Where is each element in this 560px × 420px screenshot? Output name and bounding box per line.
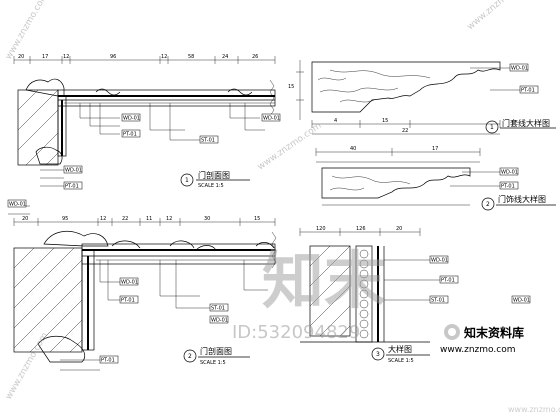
view-bubble-3 [371, 347, 385, 361]
trim-detail: 40 17 WD-01 PT-01 2 门饰线大样图 [315, 146, 556, 211]
view-title-3: 大样图 [388, 344, 412, 354]
tag-st-2: ST-01 [211, 306, 225, 312]
view-title-2: 门剖面图 [200, 346, 232, 356]
view-scale-3: SCALE 1:5 [388, 358, 414, 364]
tag-wd-2: WD-01 [263, 116, 280, 122]
door-section-2: 20 95 12 22 11 12 30 15 WD-01 [7, 199, 277, 371]
tag-pt-7: PT-01 [441, 278, 455, 284]
dim-top-8: 26 [252, 54, 258, 60]
large-dim-3: 20 [396, 226, 402, 232]
dim-top-7: 24 [222, 54, 228, 60]
view-scale-2: SCALE 1:5 [200, 360, 226, 366]
casing-dim-4: 22 [402, 128, 408, 134]
watermark-id: ID:532094829 [232, 322, 360, 343]
casing-dim-1: 15 [288, 84, 294, 90]
view-scale-1: SCALE 1:5 [198, 183, 224, 189]
tag-wd-7: WD-01 [121, 280, 138, 286]
tag-pt-6: PT-01 [101, 358, 115, 364]
view-num-3: 3 [376, 351, 380, 358]
dim-bot-3: 12 [100, 216, 106, 222]
brand-badge: 知末资料库 www.znzmo.com [440, 324, 524, 355]
tag-wd-8: WD-01 [211, 318, 228, 324]
view-bubble-trim [481, 197, 495, 211]
dim-bot-1: 20 [22, 216, 28, 222]
dim-top-1: 20 [18, 54, 24, 60]
tag-wd-5: WD-01 [501, 170, 518, 176]
view-num-casing: 1 [490, 124, 494, 131]
casing-detail: 15 4 15 22 WD-01 PT-01 1 门套线大样图 [288, 60, 556, 135]
view-num-2: 2 [188, 353, 192, 360]
tag-pt-3: PT-01 [521, 88, 535, 94]
dim-bot-8: 15 [254, 216, 260, 222]
watermark-left-top: www.znzmo.com [4, 0, 50, 62]
watermark-layer: www.znzmo.com www.znzmo.com www.znzmo.co… [4, 0, 530, 402]
view-bubble-2 [183, 349, 197, 363]
watermark-left-bottom: www.znzmo.com [4, 331, 50, 401]
tag-wd-10: WD-01 [513, 298, 530, 304]
brand-url: www.znzmo.com [440, 345, 515, 355]
tag-st-3: ST-01 [431, 298, 445, 304]
watermark-top-right: www.znzmo.com [466, 0, 530, 32]
dim-top-2: 17 [42, 54, 48, 60]
tag-wd-9: WD-01 [431, 258, 448, 264]
brand-name: 知末资料库 [463, 325, 524, 340]
large-detail: 120 126 20 WD-01 PT-01 ST-01 WD-01 [299, 226, 531, 364]
dim-top-4: 96 [110, 54, 116, 60]
large-dim-2: 126 [356, 226, 366, 232]
watermark-bottom-corner: www.znzmo.com [508, 405, 560, 414]
trim-profile [321, 167, 471, 199]
tag-wd-1: WD-01 [123, 116, 140, 122]
dim-top-5: 12 [161, 54, 167, 60]
view-bubble-1 [180, 173, 194, 187]
tag-wd-3: WD-01 [65, 168, 82, 174]
view-num-1: 1 [185, 177, 189, 184]
casing-profile [311, 61, 501, 113]
dim-bot-2: 95 [62, 216, 68, 222]
dim-top-3: 12 [63, 54, 69, 60]
view-title-trim: 门饰线大样图 [498, 194, 546, 204]
casing-dim-3: 15 [382, 118, 388, 124]
watermark-logo: 知末 [262, 244, 386, 317]
tag-wd-6: WD-01 [9, 202, 26, 208]
watermark-center: www.znzmo.com [256, 121, 324, 172]
dim-bot-4: 22 [122, 216, 128, 222]
door-section-1: 20 17 12 96 12 58 24 26 [13, 54, 281, 190]
tag-pt-2: PT-01 [65, 184, 79, 190]
large-dim-1: 120 [316, 226, 326, 232]
tag-pt-1: PT-01 [123, 132, 137, 138]
dim-bot-5: 11 [146, 216, 152, 222]
dim-top-6: 58 [188, 54, 194, 60]
casing-dim-2: 4 [334, 118, 337, 124]
view-bubble-casing [485, 120, 499, 134]
tag-wd-4: WD-01 [511, 66, 528, 72]
view-title-casing: 门套线大样图 [502, 118, 550, 128]
tag-pt-5: PT-01 [121, 298, 135, 304]
dim-bot-6: 12 [166, 216, 172, 222]
dim-bot-7: 30 [204, 216, 210, 222]
tag-st-1: ST-01 [201, 138, 215, 144]
trim-dim-1: 40 [350, 146, 356, 152]
view-num-trim: 2 [486, 201, 490, 208]
tag-pt-4: PT-01 [501, 184, 515, 190]
view-title-1: 门剖面图 [198, 170, 230, 180]
trim-dim-2: 17 [432, 146, 438, 152]
